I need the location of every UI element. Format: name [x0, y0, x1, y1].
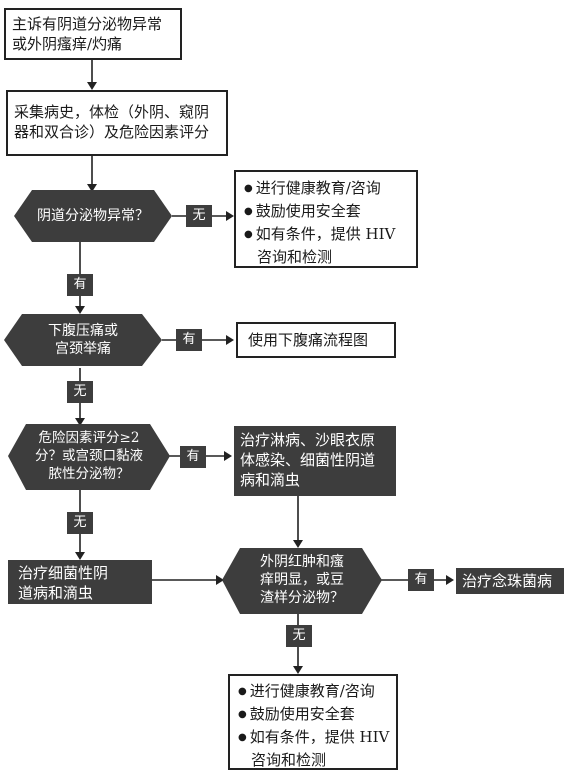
advice1-item-continued: 咨询和检测: [257, 248, 333, 266]
treatall-line-1: 治疗淋病、沙眼衣原: [240, 431, 376, 449]
decision-q4-shape: [222, 548, 382, 614]
advice-box-2: 进行健康教育/咨询 鼓励使用安全套 如有条件，提供 HIV 咨询和检测: [228, 674, 398, 770]
treatbv-line-2: 道病和滴虫: [18, 584, 94, 602]
advice2-item: 进行健康教育/咨询: [238, 681, 388, 704]
treatall-line-3: 病和滴虫: [240, 471, 301, 489]
decision-q3-shape: [8, 424, 170, 490]
abdominal-pain-box: 使用下腹痛流程图: [236, 322, 396, 358]
advice2-item: 鼓励使用安全套: [238, 704, 388, 727]
treat-gonorrhea-chlamydia-box: 治疗淋病、沙眼衣原 体感染、细菌性阴道 病和滴虫: [234, 426, 396, 496]
decision-q2-shape: [4, 314, 162, 366]
advice2-item: 如有条件，提供 HIV: [238, 727, 390, 750]
abdominal-line-1: 使用下腹痛流程图: [248, 331, 369, 349]
q3-line-2: 分？或宫颈口黏液: [35, 448, 143, 464]
arrowhead: [75, 552, 85, 560]
candida-line-1: 治疗念珠菌病: [462, 572, 553, 590]
label-yes: 有: [176, 329, 202, 351]
advice-box-1: 进行健康教育/咨询 鼓励使用安全套 如有条件，提供 HIV 咨询和检测: [234, 170, 418, 268]
advice1-item: 如有条件，提供 HIV: [244, 224, 408, 247]
start-complaint-box: 主诉有阴道分泌物异常 或外阴瘙痒/灼痛: [4, 8, 182, 60]
arrowhead: [293, 666, 303, 674]
decision-q2-text: 下腹压痛或 宫颈举痛: [4, 322, 162, 358]
q3-line-3: 脓性分泌物？: [48, 466, 130, 482]
label-yes: 有: [408, 569, 434, 591]
label-no: 无: [67, 381, 93, 403]
advice1-item: 进行健康教育/咨询: [244, 178, 408, 201]
start-line-1: 主诉有阴道分泌物异常: [12, 15, 163, 33]
label-yes: 有: [180, 446, 206, 468]
decision-q3-text: 危险因素评分≥2 分？或宫颈口黏液 脓性分泌物？: [8, 429, 170, 483]
treat-candidiasis-box: 治疗念珠菌病: [456, 568, 564, 594]
q1-line-1: 阴道分泌物异常？: [37, 208, 149, 224]
advice1-item: 鼓励使用安全套: [244, 201, 408, 224]
arrowhead: [216, 575, 224, 585]
decision-q1-text: 阴道分泌物异常？: [14, 207, 172, 225]
q4-line-1: 外阴红肿和瘙: [260, 554, 344, 570]
label-yes: 有: [67, 274, 93, 296]
q4-line-3: 渣样分泌物？: [260, 590, 344, 606]
q2-line-1: 下腹压痛或: [48, 323, 118, 339]
arrowhead: [446, 575, 454, 585]
arrowhead: [87, 82, 97, 90]
decision-q1-shape: [14, 190, 172, 242]
q3-line-1: 危险因素评分≥2: [38, 430, 140, 446]
label-no: 无: [67, 512, 93, 534]
q2-line-2: 宫颈举痛: [55, 341, 111, 357]
arrowhead: [226, 335, 234, 345]
arrowhead: [75, 418, 85, 426]
arrowhead: [293, 540, 303, 548]
label-no: 无: [186, 205, 212, 227]
start-line-2: 或外阴瘙痒/灼痛: [12, 35, 123, 53]
treat-bv-trichomonas-box: 治疗细菌性阴 道病和滴虫: [8, 560, 152, 604]
arrowhead: [87, 184, 97, 192]
treatbv-line-1: 治疗细菌性阴: [18, 564, 109, 582]
advice2-item-continued: 咨询和检测: [251, 751, 327, 769]
q4-line-2: 痒明显，或豆: [260, 572, 344, 588]
decision-q4-text: 外阴红肿和瘙 痒明显，或豆 渣样分泌物？: [222, 553, 382, 607]
treatall-line-2: 体感染、细菌性阴道: [240, 451, 376, 469]
assess-line-1: 采集病史，体检（外阴、窥阴: [14, 103, 210, 121]
assessment-box: 采集病史，体检（外阴、窥阴 器和双合诊）及危险因素评分: [6, 90, 228, 156]
label-no: 无: [286, 625, 312, 647]
arrowhead: [226, 211, 234, 221]
assess-line-2: 器和双合诊）及危险因素评分: [14, 123, 210, 141]
arrowhead: [75, 306, 85, 314]
arrowhead: [224, 451, 232, 461]
